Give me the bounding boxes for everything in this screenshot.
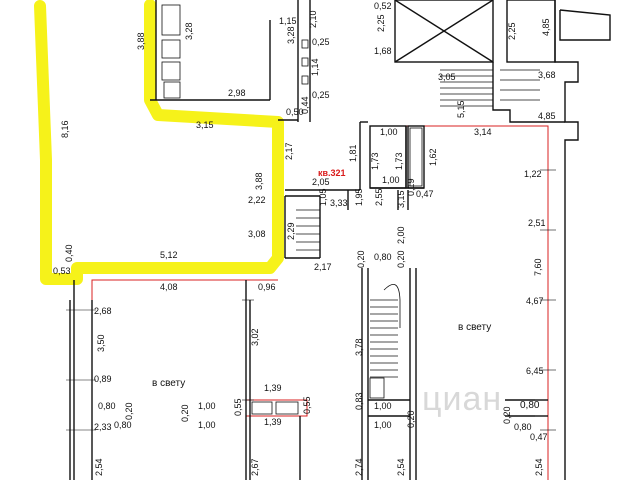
dim-label: 1,81 xyxy=(348,144,358,162)
dim-label: 2,54 xyxy=(534,458,544,476)
dim-label: 0,25 xyxy=(312,90,330,100)
wall-ticks xyxy=(66,169,556,431)
dim-label: 3,05 xyxy=(438,72,456,82)
dim-label: 1,73 xyxy=(370,152,380,170)
highlight-outline xyxy=(34,0,284,285)
dimension-labels: 3,88 3,28 2,10 1,15 3,28 0,25 1,14 0,25 … xyxy=(53,1,556,476)
dim-label: 1,00 xyxy=(374,420,392,430)
dim-label: 6,45 xyxy=(526,366,544,376)
dim-label: 3,08 xyxy=(248,229,266,239)
dim-label: 2,10 xyxy=(308,10,318,28)
dim-label: 1,39 xyxy=(264,417,282,427)
dim-label: 0,83 xyxy=(354,392,364,410)
dim-label: 2,00 xyxy=(396,226,406,244)
dim-label: 1,00 xyxy=(382,175,400,185)
dim-label: 0,52 xyxy=(374,1,392,11)
dim-label: 0,20 xyxy=(356,250,366,268)
dim-label: 0,40 xyxy=(64,244,74,262)
dim-label: 3,14 xyxy=(474,127,492,137)
dim-label: 5,12 xyxy=(160,250,178,260)
dim-label: 2,67 xyxy=(250,458,260,476)
dim-label: 1,15 xyxy=(279,16,297,26)
dim-label: 0,55 xyxy=(233,398,243,416)
dim-label: 2,25 xyxy=(376,14,386,32)
dim-label: 4,85 xyxy=(541,18,551,36)
dim-label: 0,25 xyxy=(312,37,330,47)
dim-label: 2,29 xyxy=(286,222,296,240)
dim-label: 1,14 xyxy=(310,58,320,76)
dim-label: 0,20 xyxy=(180,404,190,422)
dim-label: 3,28 xyxy=(184,22,194,40)
dim-label: 5,15 xyxy=(456,100,466,118)
dim-label: 3,88 xyxy=(254,172,264,190)
dim-label: 1,62 xyxy=(428,148,438,166)
dim-label: 3,33 xyxy=(330,198,348,208)
dim-label: 0,96 xyxy=(258,282,276,292)
dim-label: 2,33 xyxy=(94,422,112,432)
dim-label: 0,20 xyxy=(396,250,406,268)
dim-label: 4,85 xyxy=(538,111,556,121)
dim-label: 2,51 xyxy=(528,218,546,228)
dim-label: 1,00 xyxy=(374,401,392,411)
dim-label: 0,19 xyxy=(406,178,416,196)
dim-label: 1,22 xyxy=(524,169,542,179)
dim-label: 8,16 xyxy=(60,120,70,138)
dim-label: 0,47 xyxy=(530,432,548,442)
dim-label: 4,67 xyxy=(526,296,544,306)
dim-label: 2,54 xyxy=(94,458,104,476)
dim-label: 2,22 xyxy=(248,195,266,205)
dim-label: 1,05 xyxy=(318,188,328,206)
dim-label: 2,17 xyxy=(314,262,332,272)
walls xyxy=(69,0,611,480)
dim-label: 1,68 xyxy=(374,46,392,56)
dim-label: 1,00 xyxy=(198,401,216,411)
dim-label: 1,00 xyxy=(380,127,398,137)
dim-label: 2,68 xyxy=(94,306,112,316)
dim-label: 1,39 xyxy=(264,383,282,393)
dim-label: 0,20 xyxy=(502,406,512,424)
dim-label: 0,55 xyxy=(302,396,312,414)
dim-label: 3,15 xyxy=(196,120,214,130)
dim-label: 0,50 xyxy=(286,107,304,117)
dim-label: 2,74 xyxy=(354,458,364,476)
dim-label: 3,28 xyxy=(286,26,296,44)
dim-label: 3,78 xyxy=(354,338,364,356)
dim-label: 1,73 xyxy=(394,152,404,170)
dim-label: 2,98 xyxy=(228,88,246,98)
dim-label: 2,55 xyxy=(374,188,384,206)
dim-label: 2,17 xyxy=(284,142,294,160)
room-label-left: в свету xyxy=(152,378,185,389)
dim-label: 0,53 xyxy=(53,266,71,276)
room-label-right: в свету xyxy=(458,322,491,333)
dim-label: 0,47 xyxy=(416,189,434,199)
dim-label: 2,25 xyxy=(507,22,517,40)
dim-label: 0,20 xyxy=(124,402,134,420)
dim-label: 0,80 xyxy=(374,252,392,262)
staircase xyxy=(296,69,540,378)
dim-label: 3,68 xyxy=(538,70,556,80)
dim-label: 0,80 xyxy=(520,400,540,411)
dim-label: 3,88 xyxy=(136,32,146,50)
windows xyxy=(161,4,423,415)
dim-label: 2,05 xyxy=(312,177,330,187)
dim-label: 1,00 xyxy=(198,420,216,430)
dim-label: 0,44 xyxy=(300,96,310,114)
dim-label: 4,08 xyxy=(160,282,178,292)
dim-label: 1,95 xyxy=(354,188,364,206)
dim-label: 0,20 xyxy=(406,410,416,428)
dim-label: 3,02 xyxy=(250,328,260,346)
dim-label: 0,89 xyxy=(94,374,112,384)
dim-label: 7,60 xyxy=(533,258,543,276)
dim-label: 3,50 xyxy=(96,334,106,352)
dim-label: 2,54 xyxy=(396,458,406,476)
watermark-text: циан xyxy=(422,380,502,418)
dim-label: 0,80 xyxy=(98,401,116,411)
dim-label: 3,15 xyxy=(396,190,406,208)
dim-label: 0,80 xyxy=(114,420,132,430)
apartment-label: кв.321 xyxy=(318,168,346,178)
dim-label: 0,80 xyxy=(514,422,532,432)
